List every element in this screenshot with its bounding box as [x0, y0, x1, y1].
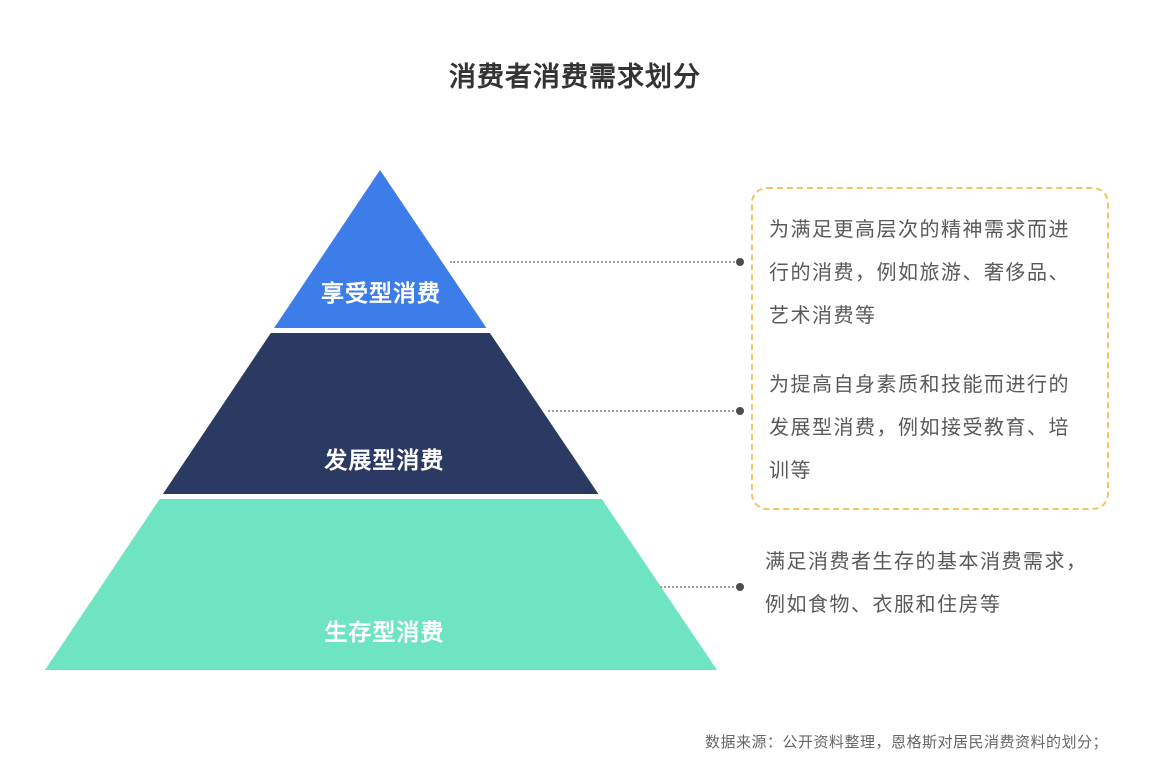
tier-label-enjoyment: 享受型消费: [321, 280, 441, 306]
callout-text-survival: 满足消费者生存的基本消费需求，例如食物、衣服和住房等: [765, 551, 1088, 616]
leader-line-survival: [660, 583, 744, 591]
pyramid-diagram: 享受型消费 发展型消费 生存型消费: [45, 170, 717, 670]
pyramid-tier-middle-shape: [162, 333, 599, 494]
tier-label-survival: 生存型消费: [324, 619, 445, 645]
pyramid-tier-top-shape: [274, 170, 487, 328]
callout-text-development: 为提高自身素质和技能而进行的发展型消费，例如接受教育、培训等: [769, 374, 1070, 482]
leader-line-enjoyment: [450, 258, 744, 266]
tier-label-development: 发展型消费: [324, 447, 445, 473]
leader-dot-icon: [736, 407, 744, 415]
page-title: 消费者消费需求划分: [449, 62, 701, 92]
pyramid-tier-bottom-shape: [45, 499, 717, 670]
source-note: 数据来源：公开资料整理，恩格斯对居民消费资料的划分；: [704, 734, 1108, 751]
leader-dot-icon: [736, 583, 744, 591]
callout-text-enjoyment: 为满足更高层次的精神需求而进行的消费，例如旅游、奢侈品、艺术消费等: [769, 219, 1070, 327]
leader-dot-icon: [736, 258, 744, 266]
leader-line-development: [548, 407, 744, 415]
pyramid-shapes: [45, 170, 717, 670]
callout-box: 为满足更高层次的精神需求而进行的消费，例如旅游、奢侈品、艺术消费等 为提高自身素…: [751, 187, 1109, 510]
